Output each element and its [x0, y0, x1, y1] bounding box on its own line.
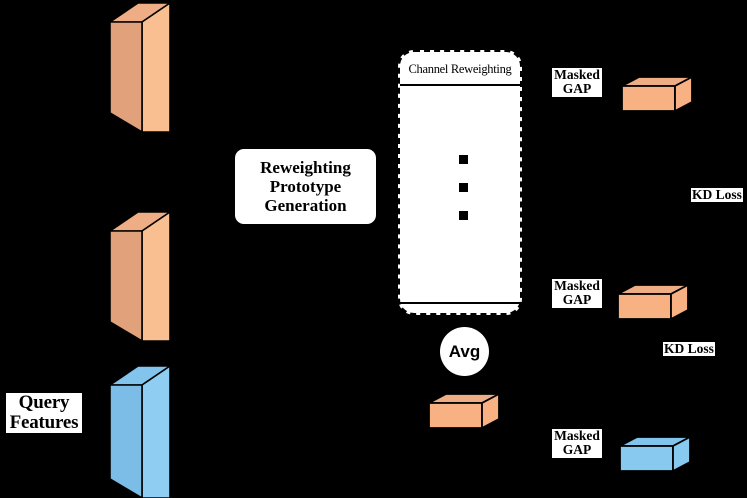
masked-gap-output-box-3	[619, 435, 691, 473]
avg-node: Avg	[440, 327, 489, 376]
ellipsis-square-3	[459, 211, 468, 220]
reweighting-prototype-generation-box: Reweighting Prototype Generation	[235, 149, 376, 224]
query-feature-slab	[107, 364, 173, 498]
masked-gap-label-1: Masked GAP	[552, 67, 602, 97]
channel-reweighting-title: Channel Reweighting	[408, 62, 512, 76]
kd-loss-label-1: KD Loss	[691, 187, 743, 203]
masked-gap-output-box-2	[617, 283, 689, 321]
masked-gap-label-3: Masked GAP	[552, 428, 602, 458]
masked-gap-label-2: Masked GAP	[552, 278, 602, 308]
avg-label: Avg	[448, 341, 481, 361]
ellipsis-square-1	[459, 155, 468, 164]
reweighting-prototype-generation-label: Reweighting Prototype Generation	[260, 157, 351, 216]
averaged-prototype-box	[428, 392, 500, 430]
query-features-label: Query Features	[6, 393, 82, 433]
kd-loss-label-2: KD Loss	[663, 341, 715, 357]
support-feature-slab-1	[107, 1, 173, 134]
ellipsis-square-2	[459, 183, 468, 192]
channel-reweighting-title-rule	[400, 84, 520, 86]
channel-reweighting-bottom-rule	[400, 302, 520, 304]
support-feature-slab-2	[107, 210, 173, 343]
masked-gap-output-box-1	[621, 75, 693, 113]
